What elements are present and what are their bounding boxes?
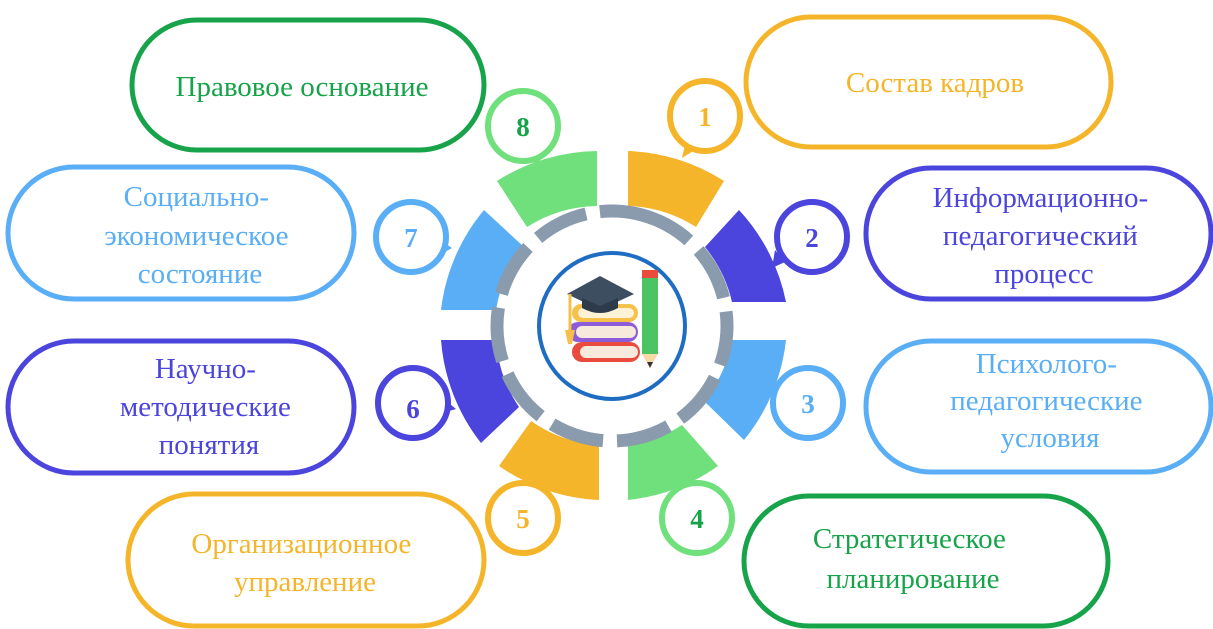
pill-1-line-1: Состав кадров bbox=[846, 67, 1024, 99]
pill-7: Социально- экономическое состояние bbox=[5, 164, 357, 302]
pill-3: Психолого- педагогические условия bbox=[863, 338, 1213, 475]
pill-8-line-1: Правовое основание bbox=[176, 71, 429, 103]
pill-1-label: Состав кадров bbox=[846, 67, 1024, 99]
pill-5-label: Организационное управление bbox=[191, 528, 418, 598]
central-hub bbox=[537, 251, 687, 401]
badge-7-circle bbox=[373, 199, 449, 275]
pill-3-border bbox=[863, 338, 1213, 475]
badge-3: 3 bbox=[770, 365, 846, 441]
badge-8-number: 8 bbox=[516, 112, 530, 142]
pill-8-border bbox=[129, 17, 487, 153]
pill-2-line-1: Информационно- bbox=[933, 182, 1149, 214]
pill-2: Информационно- педагогический процесс bbox=[863, 165, 1213, 302]
pill-1: Состав кадров bbox=[743, 14, 1114, 150]
badge-5-number: 5 bbox=[516, 504, 530, 534]
badge-8-circle bbox=[485, 88, 561, 164]
number-badges: 1 2 3 4 5 6 7 8 bbox=[373, 78, 850, 556]
pill-6: Научно- методические понятия bbox=[5, 338, 357, 476]
pill-3-label: Психолого- педагогические условия bbox=[950, 348, 1150, 454]
badge-3-circle bbox=[770, 365, 846, 441]
badge-1-circle bbox=[667, 78, 743, 154]
badge-7-number: 7 bbox=[404, 223, 418, 253]
pill-4: Стратегическое планирование bbox=[741, 493, 1111, 629]
pill-5-border bbox=[125, 491, 487, 629]
pill-3-line-3: условия bbox=[1001, 422, 1100, 454]
pill-3-line-1: Психолого- bbox=[976, 348, 1117, 380]
pointer-2 bbox=[772, 250, 785, 268]
pill-1-border bbox=[743, 14, 1114, 150]
ring-segment-6 bbox=[441, 340, 519, 443]
ring-segment-8 bbox=[497, 151, 597, 227]
pill-8-label: Правовое основание bbox=[176, 71, 429, 103]
badge-8: 8 bbox=[485, 88, 561, 164]
pill-4-line-2: планирование bbox=[827, 563, 1000, 595]
pill-5-line-1: Организационное bbox=[191, 528, 411, 560]
pill-2-label: Информационно- педагогический процесс bbox=[933, 182, 1156, 290]
badge-4-number: 4 bbox=[690, 504, 704, 534]
badge-5: 5 bbox=[485, 480, 561, 556]
pill-8: Правовое основание bbox=[129, 17, 487, 153]
badge-2-number: 2 bbox=[805, 223, 819, 253]
pill-7-line-2: экономическое bbox=[104, 220, 288, 252]
ring-segment-3 bbox=[704, 340, 786, 440]
badge-7: 7 bbox=[373, 199, 449, 275]
pill-5-line-2: управление bbox=[234, 566, 376, 598]
badge-6: 6 bbox=[375, 365, 451, 441]
pill-7-line-3: состояние bbox=[138, 258, 262, 290]
pill-4-line-1: Стратегическое bbox=[813, 523, 1006, 555]
badge-1: 1 bbox=[667, 78, 743, 154]
badge-4: 4 bbox=[659, 480, 735, 556]
pill-7-border bbox=[5, 164, 357, 302]
pill-7-label: Социально- экономическое состояние bbox=[104, 181, 296, 290]
ring-segment-4 bbox=[628, 425, 718, 500]
badge-6-circle bbox=[375, 365, 451, 441]
badge-3-number: 3 bbox=[801, 389, 815, 419]
pill-4-label: Стратегическое планирование bbox=[813, 523, 1013, 595]
pill-4-border bbox=[741, 493, 1111, 629]
pill-2-line-2: педагогический bbox=[943, 220, 1138, 252]
badge-6-number: 6 bbox=[406, 394, 420, 424]
pill-5: Организационное управление bbox=[125, 491, 487, 629]
pill-6-border bbox=[5, 338, 357, 476]
badge-5-circle bbox=[485, 480, 561, 556]
ring-segment-7 bbox=[441, 210, 524, 310]
pill-2-border bbox=[863, 165, 1213, 302]
pill-6-line-2: методические bbox=[120, 391, 291, 423]
ring-segment-2 bbox=[705, 210, 786, 302]
graduation-books-pencil-icon bbox=[565, 270, 658, 368]
pill-7-line-1: Социально- bbox=[124, 181, 269, 213]
badge-2: 2 bbox=[774, 199, 850, 275]
ring-segment-1 bbox=[628, 151, 724, 227]
pill-6-line-3: понятия bbox=[159, 429, 259, 461]
label-pills: Состав кадров Информационно- педагогичес… bbox=[5, 14, 1213, 629]
badge-1-number: 1 bbox=[698, 102, 712, 132]
pill-6-line-1: Научно- bbox=[155, 353, 256, 385]
pill-2-line-3: процесс bbox=[994, 258, 1093, 290]
dashed-inner-ring bbox=[490, 204, 734, 448]
pill-6-label: Научно- методические понятия bbox=[120, 353, 298, 461]
badge-2-circle bbox=[774, 199, 850, 275]
pill-3-line-2: педагогические bbox=[950, 385, 1142, 417]
badge-4-circle bbox=[659, 480, 735, 556]
